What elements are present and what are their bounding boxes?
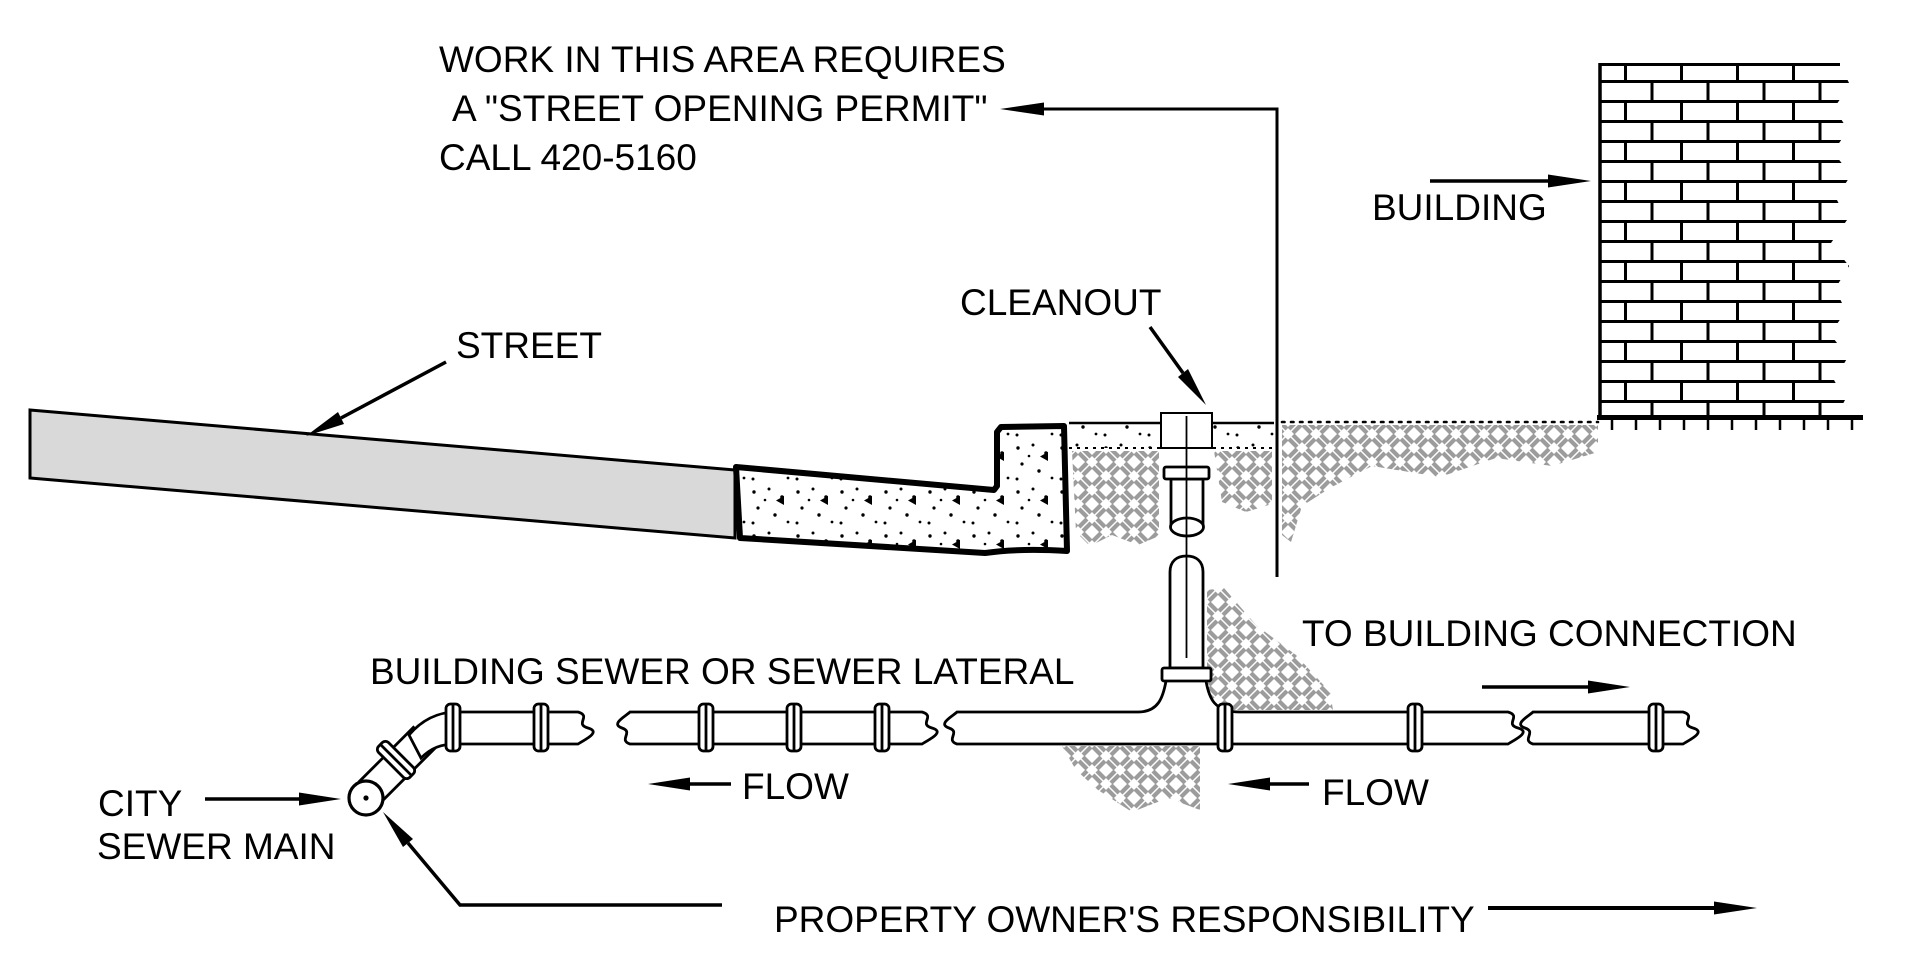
- street-leader-line: [340, 360, 447, 420]
- permit-arrowhead-icon: [1000, 102, 1044, 116]
- building-wall: [1597, 60, 1866, 430]
- pipe-segment-a: [448, 710, 595, 746]
- cleanout-arrowhead-icon: [1178, 369, 1206, 405]
- soil-hatch-below-pipe: [1062, 746, 1200, 812]
- city-sewer-main-label-line1: CITY: [98, 783, 182, 824]
- cleanout-riser-hub: [1160, 666, 1213, 683]
- soil-hatch-right-of-cleanout: [1214, 451, 1272, 512]
- leaders-and-arrows: [205, 102, 1757, 915]
- building-sewer-label: BUILDING SEWER OR SEWER LATERAL: [370, 651, 1075, 692]
- diagram-labels: WORK IN THIS AREA REQUIRES A "STREET OPE…: [97, 39, 1797, 940]
- soil-hatch-left-of-cleanout: [1072, 451, 1159, 546]
- city-sewer-main-label-line2: SEWER MAIN: [97, 826, 335, 867]
- to-building-arrowhead-icon: [1588, 680, 1630, 694]
- city-sewer-main-center-dot: [363, 795, 369, 801]
- curb-gutter-stipple: [736, 426, 1067, 553]
- permit-leader-line: [1044, 107, 1279, 577]
- street-label: STREET: [456, 325, 602, 366]
- street-arrowhead-icon: [306, 412, 344, 436]
- brick-pattern-fill: [1600, 63, 1852, 417]
- wall-base-ticks: [1610, 420, 1854, 430]
- property-owners-responsibility-label: PROPERTY OWNER'S RESPONSIBILITY: [774, 899, 1475, 940]
- permit-note-line3: CALL 420-5160: [439, 137, 697, 178]
- street-slab: [28, 408, 737, 540]
- to-building-connection-label: TO BUILDING CONNECTION: [1302, 613, 1797, 654]
- soil-hatch-right-of-riser: [1207, 588, 1333, 710]
- wall-ragged-edge: [1830, 60, 1866, 417]
- building-label: BUILDING: [1372, 187, 1547, 228]
- soil-hatch-yard: [1282, 425, 1598, 542]
- sewer-lateral-pipes: [347, 412, 1700, 817]
- flow-left-arrowhead-icon: [648, 777, 690, 791]
- responsibility-leader-line: [406, 841, 722, 907]
- building-arrowhead-icon: [1548, 174, 1591, 188]
- pipe-segment-d: [1519, 710, 1700, 746]
- city-main-arrowhead-icon: [299, 792, 341, 806]
- pipe-couplings: [444, 702, 1665, 753]
- cleanout-leader-line: [1148, 325, 1185, 375]
- responsibility-arrowhead-right-icon: [1714, 901, 1757, 915]
- cleanout-label: CLEANOUT: [960, 282, 1161, 323]
- permit-note-line2: A "STREET OPENING PERMIT": [452, 88, 987, 129]
- coupling-diagonal: [375, 739, 417, 781]
- flow-right-label: FLOW: [1322, 772, 1429, 813]
- flow-right-arrowhead-icon: [1228, 777, 1270, 791]
- responsibility-arrowhead-icon: [383, 812, 413, 847]
- pipe-segment-b: [616, 710, 939, 746]
- permit-note-line1: WORK IN THIS AREA REQUIRES: [439, 39, 1006, 80]
- flow-left-label: FLOW: [742, 766, 849, 807]
